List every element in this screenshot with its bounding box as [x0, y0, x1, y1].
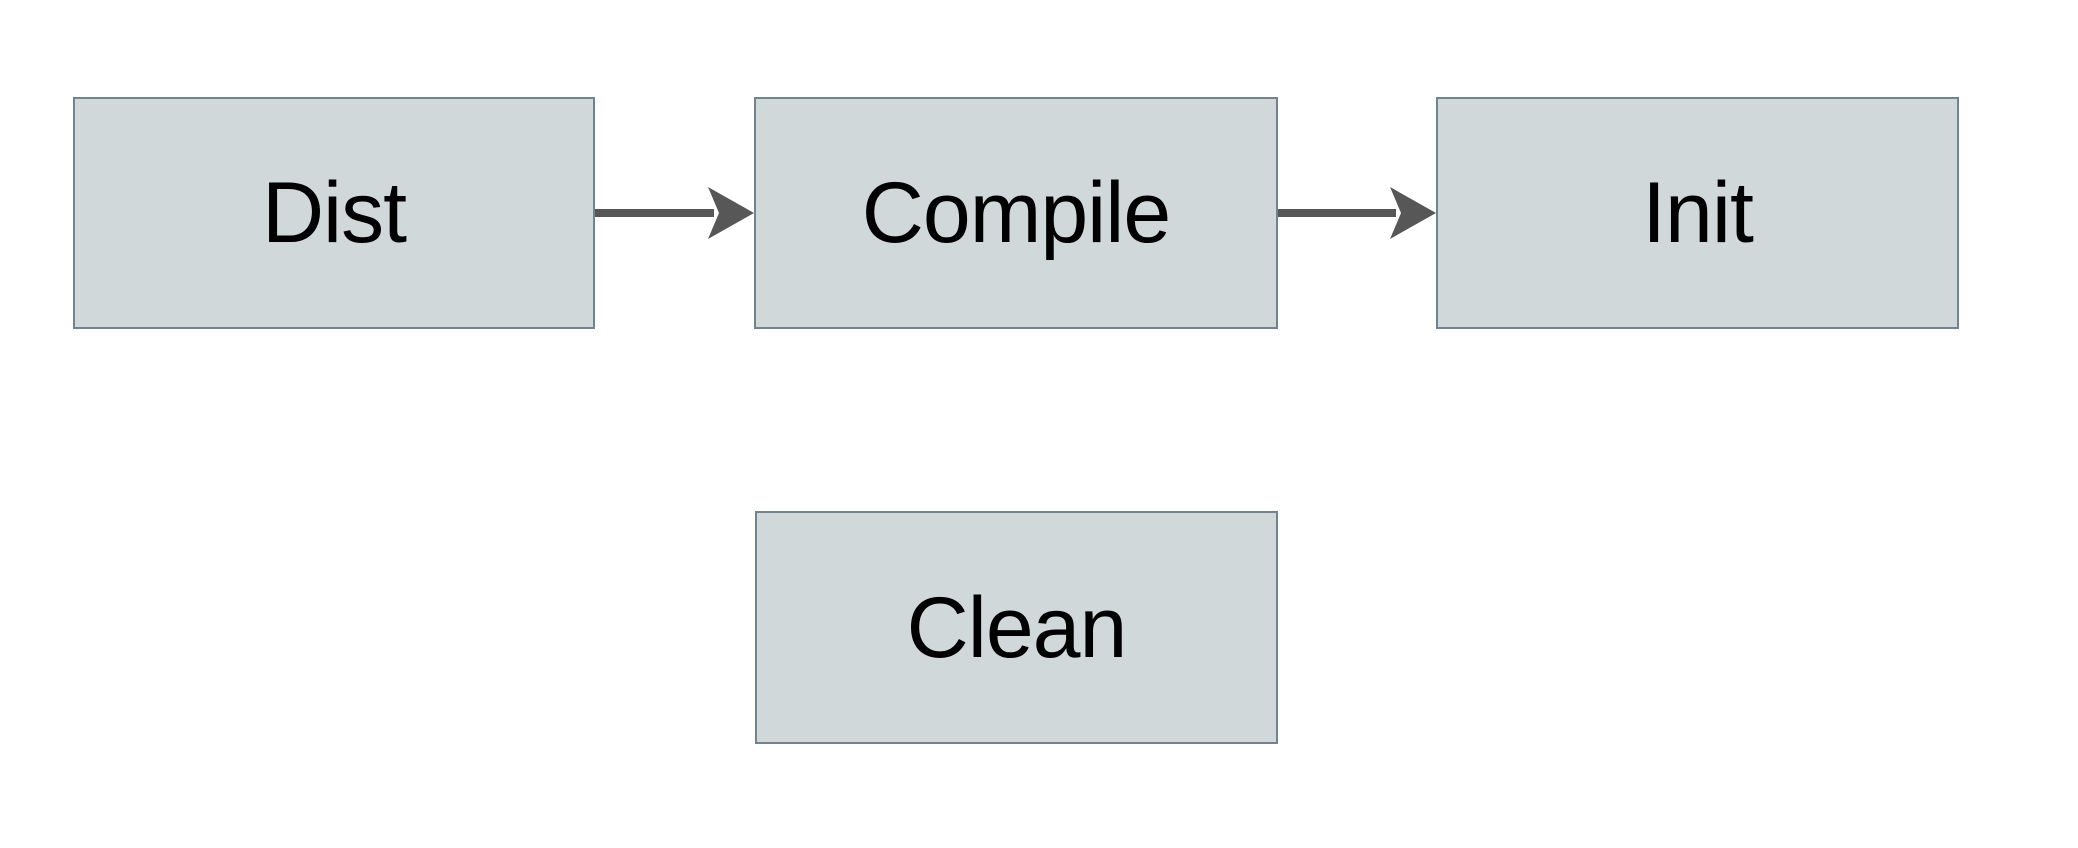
edge-arrowhead-dist-to-compile — [708, 187, 754, 239]
edge-dist-to-compile[interactable] — [595, 187, 754, 239]
node-init[interactable]: Init — [1436, 97, 1959, 329]
node-label-init: Init — [1642, 165, 1754, 261]
edge-arrowhead-compile-to-init — [1390, 187, 1436, 239]
node-label-clean: Clean — [906, 579, 1128, 676]
node-compile[interactable]: Compile — [754, 97, 1278, 329]
node-label-dist: Dist — [261, 165, 407, 261]
node-dist[interactable]: Dist — [73, 97, 595, 329]
node-clean[interactable]: Clean — [755, 511, 1278, 744]
edge-compile-to-init[interactable] — [1278, 187, 1436, 239]
node-label-compile: Compile — [861, 165, 1171, 261]
